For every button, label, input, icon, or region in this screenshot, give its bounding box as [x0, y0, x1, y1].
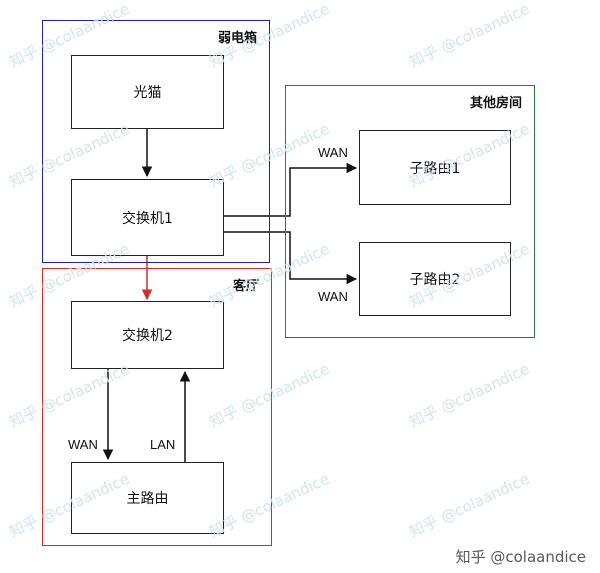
group-title-other-rooms: 其他房间: [469, 96, 522, 111]
group-other-rooms: 其他房间: [285, 85, 535, 338]
node-switch1: 交换机1: [71, 179, 224, 256]
link-switch1-sub-router2: [224, 231, 358, 285]
node-modem: 光猫: [71, 55, 224, 129]
group-living-room: 客厅: [42, 268, 272, 546]
node-sub-router1: 子路由1: [359, 130, 511, 205]
group-title-weak-box: 弱电箱: [217, 31, 257, 46]
node-switch2: 交换机2: [71, 301, 224, 369]
link-switch1-sub-router1: [224, 162, 358, 217]
group-title-living-room: 客厅: [232, 279, 259, 294]
edge-label-wan-main-router: WAN: [68, 437, 98, 452]
node-main-router: 主路由: [71, 462, 224, 534]
group-weak-box: 弱电箱: [42, 20, 270, 263]
node-sub-router2: 子路由2: [359, 242, 511, 316]
edge-label-wan-sub-router2: WAN: [318, 289, 348, 304]
edge-label-lan-main-router: LAN: [150, 437, 176, 452]
credit-text: 知乎 @colaandice: [455, 548, 586, 566]
edge-label-wan-sub-router1: WAN: [318, 145, 348, 160]
